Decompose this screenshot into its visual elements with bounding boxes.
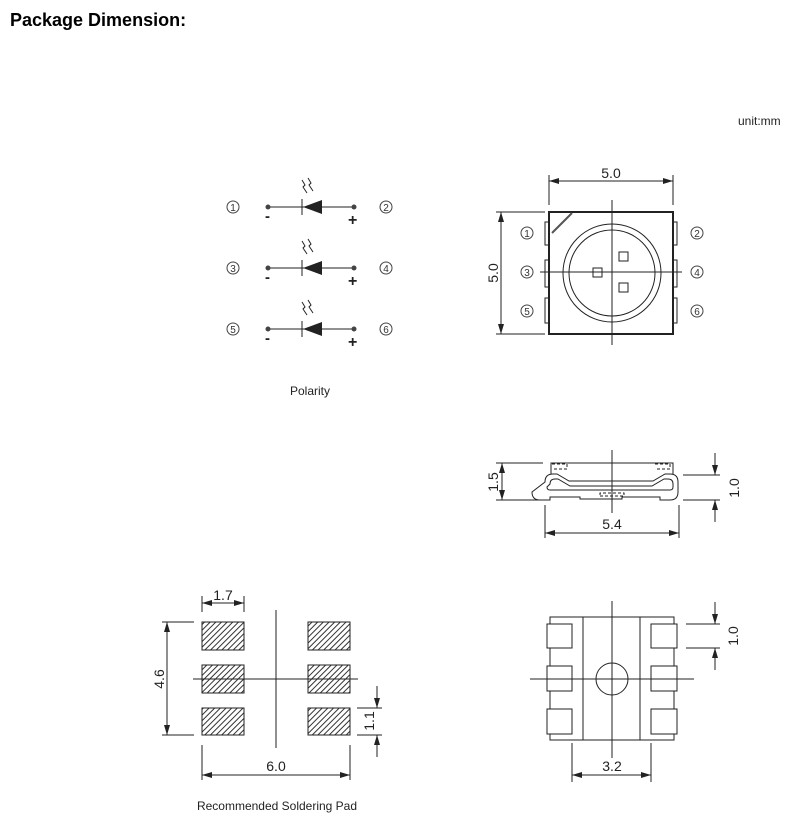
led-chip (618, 251, 629, 262)
soldering-pad-caption: Recommended Soldering Pad (197, 799, 357, 813)
pin-number: 2 (383, 203, 389, 214)
polarity-caption: Polarity (290, 384, 330, 398)
anode-sign: + (348, 334, 357, 351)
package-body (548, 211, 674, 335)
pin-number-circle (226, 200, 240, 214)
light-emission-icon (301, 177, 314, 194)
light-emission-icon (301, 299, 314, 316)
package-profile (531, 473, 679, 501)
total-width-dimension: 6.0 (266, 758, 286, 774)
pin-number: 3 (524, 268, 530, 279)
diode-icon (303, 322, 322, 336)
lead-dimension: 1.0 (726, 478, 742, 498)
span-height-dimension: 4.6 (151, 669, 167, 689)
side-view: 1.5 1.0 5.4 (485, 450, 742, 538)
cathode-sign: - (265, 269, 270, 286)
anode-sign: + (348, 273, 357, 290)
pin-number: 1 (524, 229, 530, 240)
pad-dimension: 1.0 (725, 626, 741, 646)
soldering-pad-view: 1.7 4.6 6.0 1.1 Recommended Soldering Pa… (151, 587, 382, 813)
diode-icon (303, 200, 322, 214)
pin-number: 6 (694, 307, 700, 318)
top-view: 5.0 5.0 1 3 5 2 4 6 (485, 165, 704, 345)
polarity-row-2: 3 4 - + (226, 238, 393, 290)
led-chip (618, 282, 629, 293)
page-title: Package Dimension: (10, 10, 186, 30)
width-dimension: 5.0 (601, 165, 621, 181)
bottom-view: 1.0 3.2 (530, 601, 741, 782)
pad-width-dimension: 1.7 (213, 587, 233, 603)
pin-number: 5 (230, 325, 236, 336)
diode-icon (303, 261, 322, 275)
height-dimension: 1.5 (485, 472, 501, 492)
pad-height-dimension: 1.1 (361, 711, 377, 731)
light-emission-icon (301, 238, 314, 255)
pin-number: 5 (524, 307, 530, 318)
polarity-row-1: 1 2 - + (226, 177, 393, 229)
pin-number: 3 (230, 264, 236, 275)
pin-number: 2 (694, 229, 700, 240)
cathode-sign: - (265, 208, 270, 225)
anode-sign: + (348, 212, 357, 229)
pin-number: 1 (230, 203, 236, 214)
unit-label: unit:mm (738, 114, 781, 128)
width-dimension: 5.4 (602, 516, 622, 532)
cathode-sign: - (265, 330, 270, 347)
inner-width-dimension: 3.2 (602, 758, 622, 774)
pin-number: 4 (694, 268, 700, 279)
height-dimension: 5.0 (485, 263, 501, 283)
pin-number: 4 (383, 264, 389, 275)
pin-number: 6 (383, 325, 389, 336)
polarity-diagram: 1 2 - + 3 4 - + 5 6 (226, 177, 393, 398)
polarity-row-3: 5 6 - + (226, 299, 393, 351)
